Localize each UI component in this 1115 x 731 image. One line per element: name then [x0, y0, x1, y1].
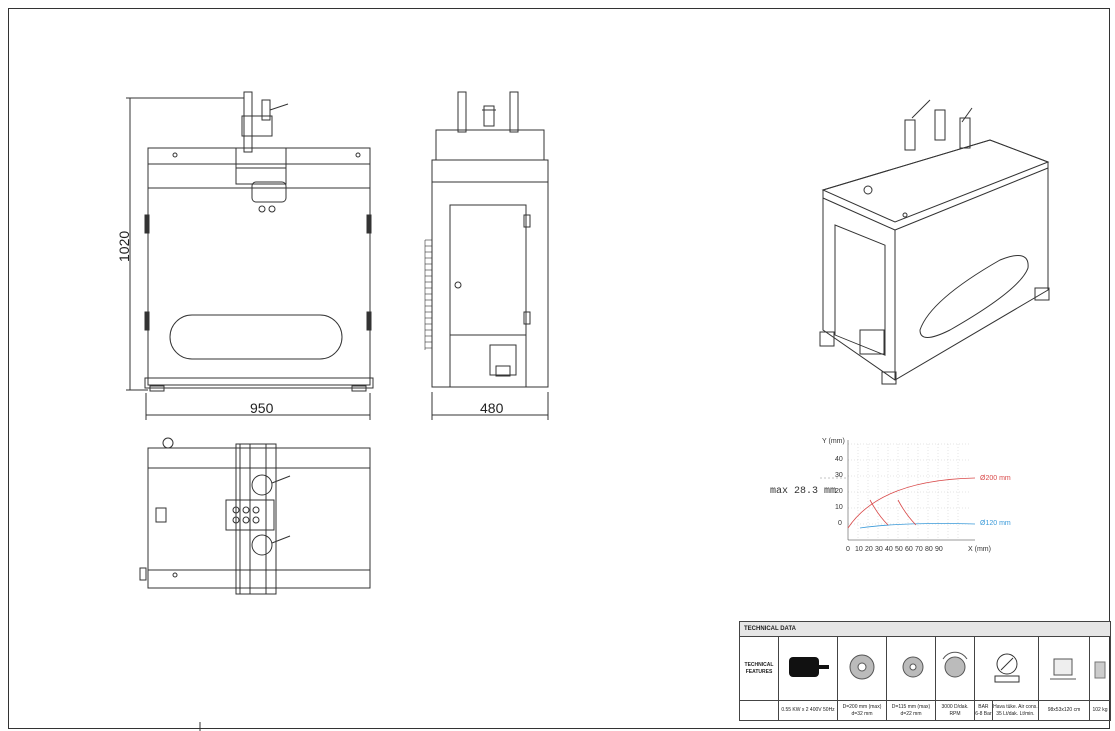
isometric-view [819, 99, 1050, 385]
bar-label: BAR [978, 703, 989, 710]
chart-x-tick: 10 [855, 546, 863, 553]
spec-blade-small: D=115 mm (max) d=22 mm [886, 700, 936, 721]
curve-120mm [859, 523, 976, 529]
bar-value: 6-8 Bar [975, 710, 992, 717]
chart-x-tick: 0 [846, 546, 850, 553]
row-label: TECHNICAL FEATURES [739, 636, 779, 701]
chart-x-tick: 20 [865, 546, 873, 553]
spec-rpm: 3000 D/dak. RPM [935, 700, 975, 721]
cut-chart [820, 440, 976, 541]
chart-x-tick: 60 [905, 546, 913, 553]
chart-y-axis-label: Y (mm) [822, 438, 845, 445]
curve-label-120: Ø120 mm [980, 520, 1011, 527]
top-view [139, 437, 371, 595]
technical-data-table: TECHNICAL DATA TECHNICAL FEATURES 0.55 K… [739, 621, 1111, 721]
weight-icon [1089, 636, 1111, 701]
pressure-gauge-icon [974, 636, 1039, 701]
spec-air: Hava tüke. Air cons.35 Lt/dak. Lt/min. [991, 700, 1040, 721]
spec-motor: 0.55 KW x 2 400V 50Hz [778, 700, 838, 721]
front-view [126, 91, 374, 420]
chart-x-tick: 30 [875, 546, 883, 553]
chart-x-tick: 90 [935, 546, 943, 553]
side-view [424, 91, 549, 420]
chart-max-label: max 28.3 mm [770, 486, 837, 497]
saw-blade-small-icon [886, 636, 936, 701]
curve-label-200: Ø200 mm [980, 475, 1011, 482]
air-label: Hava tüke. Air cons. [993, 703, 1038, 710]
chart-y-tick: 40 [835, 456, 843, 463]
dimensions-icon [1038, 636, 1090, 701]
chart-y-tick: 0 [838, 520, 842, 527]
spec-dimensions: 98x53x120 cm [1038, 700, 1090, 721]
chart-y-tick: 30 [835, 472, 843, 479]
saw-blade-icon [837, 636, 887, 701]
rpm-icon [935, 636, 975, 701]
spec-weight: 102 kg [1089, 700, 1111, 721]
spec-blade-main: D=200 mm (max) d=32 mm [837, 700, 887, 721]
dim-height-label: 1020 [116, 230, 132, 262]
motor-icon [778, 636, 838, 701]
chart-x-tick: 80 [925, 546, 933, 553]
chart-x-tick: 70 [915, 546, 923, 553]
chart-y-tick: 10 [835, 504, 843, 511]
chart-x-tick: 40 [885, 546, 893, 553]
drawing-sheet [8, 8, 1110, 729]
chart-y-tick: 20 [835, 488, 843, 495]
air-value: 35 Lt/dak. Lt/min. [996, 710, 1035, 717]
chart-x-axis-label: X (mm) [968, 546, 991, 553]
dim-width-front-label: 950 [250, 400, 274, 416]
chart-x-tick: 50 [895, 546, 903, 553]
dim-width-side-label: 480 [480, 400, 504, 416]
curve-200mm [847, 477, 976, 529]
table-title: TECHNICAL DATA [739, 621, 1111, 637]
